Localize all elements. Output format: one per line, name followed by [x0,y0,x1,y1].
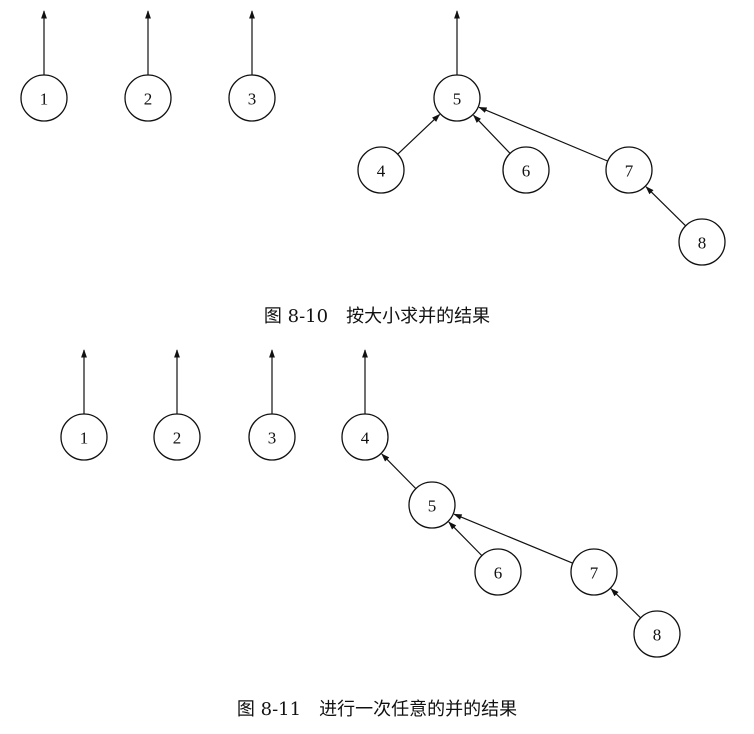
node-label: 3 [268,429,277,448]
edge-4-to-5 [397,113,441,155]
node-1: 1 [20,74,68,122]
node-5: 5 [408,481,456,529]
figure-caption: 图 8-10 按大小求并的结果 [264,306,490,327]
edge-7-to-5 [478,106,609,162]
node-label: 6 [494,564,503,583]
edge-8-to-7 [645,186,687,227]
node-label: 5 [453,90,462,109]
figure-caption: 图 8-11 进行一次任意的并的结果 [237,699,517,720]
node-circle [678,218,726,266]
node-8: 8 [633,610,681,658]
edge-8-to-7 [610,588,642,619]
node-circle [408,481,456,529]
node-label: 6 [522,162,531,181]
node-label: 5 [428,497,437,516]
node-label: 8 [698,234,707,253]
node-circle [248,413,296,461]
node-circle [20,74,68,122]
edge-6-to-5 [448,521,483,557]
node-4: 4 [357,146,405,194]
figure-8-10: 1 2 3 4 5 6 7 8 图 8-10 按大小求并的结果 [20,10,726,327]
node-label: 4 [361,429,370,448]
edge-6-to-5 [473,114,511,154]
node-7: 7 [570,548,618,596]
node-label: 2 [173,429,182,448]
node-circle [633,610,681,658]
node-6: 6 [474,548,522,596]
node-label: 3 [248,90,257,109]
node-circle [60,413,108,461]
node-label: 1 [80,429,89,448]
node-label: 7 [590,564,599,583]
node-2: 2 [124,74,172,122]
node-label: 7 [625,162,634,181]
node-5: 5 [433,74,481,122]
figure-8-11: 1 2 3 4 5 6 7 8 图 8-11 进行一次任意的并的结果 [60,349,681,720]
node-circle [502,146,550,194]
node-circle [605,146,653,194]
node-4: 4 [341,413,389,461]
node-label: 8 [653,626,662,645]
node-6: 6 [502,146,550,194]
node-3: 3 [228,74,276,122]
node-label: 1 [40,90,49,109]
node-circle [341,413,389,461]
node-7: 7 [605,146,653,194]
edge-7-to-5 [453,513,573,564]
node-3: 3 [248,413,296,461]
node-circle [153,413,201,461]
node-2: 2 [153,413,201,461]
node-1: 1 [60,413,108,461]
node-label: 2 [144,90,153,109]
edge-5-to-4 [381,453,417,490]
node-label: 4 [377,162,386,181]
node-circle [433,74,481,122]
node-circle [474,548,522,596]
node-8: 8 [678,218,726,266]
node-circle [570,548,618,596]
node-circle [357,146,405,194]
node-circle [124,74,172,122]
node-circle [228,74,276,122]
